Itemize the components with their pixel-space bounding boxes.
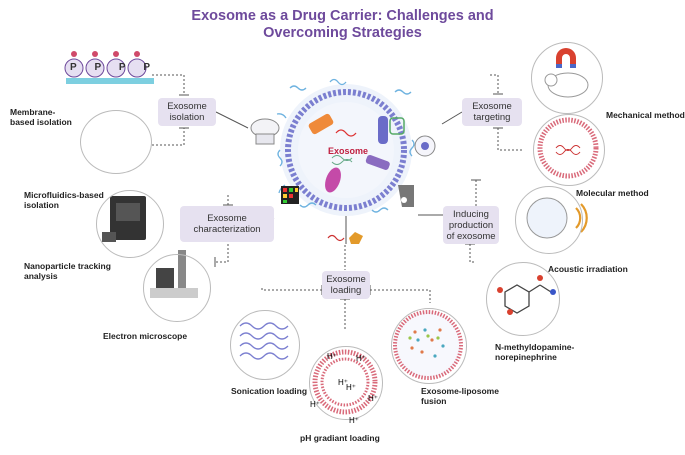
label-membrane-2: based isolation <box>10 117 72 127</box>
box-induce-line-1: Inducing <box>453 208 489 220</box>
h-ion-3: H⁺ <box>338 378 348 387</box>
h-ion-6: H⁺ <box>368 394 378 403</box>
liposome-circle <box>391 308 467 384</box>
central-exosome <box>276 78 415 216</box>
microarray-icon <box>281 186 299 204</box>
label-membrane: Membrane- based isolation <box>10 107 72 127</box>
exosome-center-label: Exosome <box>328 146 369 156</box>
label-nta: Nanoparticle tracking analysis <box>24 261 111 281</box>
box-target-line-2: targeting <box>473 112 511 123</box>
label-nmn: N-methyldopamine- norepinephrine <box>495 342 574 362</box>
label-microfluidics: Microfluidics-based isolation <box>24 190 104 210</box>
protein-p-4: P <box>143 62 150 73</box>
box-target-line-1: Exosome <box>472 101 512 112</box>
label-micro-1: Microfluidics-based <box>24 190 104 200</box>
label-molecular: Molecular method <box>576 188 649 198</box>
box-loading-line-2: loading <box>330 285 362 296</box>
glycan-squiggles <box>276 78 415 213</box>
label-em: Electron microscope <box>103 331 188 341</box>
nta-circle <box>96 190 164 258</box>
centrifuge-icon <box>250 118 280 145</box>
label-micro-2: isolation <box>24 200 59 210</box>
label-sonication: Sonication loading <box>231 386 308 396</box>
protein-letters: P P P P <box>66 62 154 73</box>
box-loading-line-1: Exosome <box>326 274 366 285</box>
label-acoustic: Acoustic irradiation <box>548 264 628 274</box>
title-line-2: Overcoming Strategies <box>263 25 422 41</box>
diagram-title: Exosome as a Drug Carrier: Challenges an… <box>150 8 535 42</box>
acoustic-circle <box>515 186 583 254</box>
h-ion-7: H⁺ <box>349 416 359 425</box>
box-isolation-line-1: Exosome <box>167 101 207 112</box>
mechanical-circle <box>531 42 603 114</box>
h-ion-1: H⁺ <box>327 352 337 361</box>
ph-circle <box>309 346 383 420</box>
sonication-circle <box>230 310 300 380</box>
title-line-1: Exosome as a Drug Carrier: Challenges an… <box>191 8 494 24</box>
box-char-line-2: characterization <box>193 224 261 235</box>
protein-p-2: P <box>94 62 102 73</box>
microfluidics-circle <box>80 110 152 174</box>
label-membrane-1: Membrane- <box>10 107 56 117</box>
label-nmn-1: N-methyldopamine- <box>495 342 575 352</box>
label-nta-1: Nanoparticle tracking <box>24 261 111 271</box>
label-nta-2: analysis <box>24 271 58 281</box>
loading-cargo-icon <box>327 232 363 244</box>
membrane-isolation-icon <box>64 51 154 84</box>
em-circle <box>143 254 211 322</box>
h-ion-5: H⁺ <box>310 400 320 409</box>
label-nmn-2: norepinephrine <box>495 352 557 362</box>
label-liposome: Exosome-liposome fusion <box>421 386 499 406</box>
protein-p-3: P <box>118 62 126 73</box>
label-lipo-2: fusion <box>421 396 447 406</box>
box-induce-line-2: production <box>448 219 494 231</box>
box-isolation-line-2: isolation <box>169 112 205 123</box>
h-ion-2: H⁺ <box>356 354 366 363</box>
molecular-circle <box>533 114 605 186</box>
box-induce-line-3: of exosome <box>446 230 496 242</box>
h-ion-4: H⁺ <box>346 383 356 392</box>
nmn-circle <box>486 262 560 336</box>
label-ph: pH gradiant loading <box>300 433 380 443</box>
cell-target-icon <box>414 135 436 157</box>
label-mechanical: Mechanical method <box>606 110 685 120</box>
connectors <box>152 74 522 330</box>
protein-p-1: P <box>70 62 77 73</box>
label-lipo-1: Exosome-liposome <box>421 386 499 396</box>
producing-cell-icon <box>398 185 414 207</box>
box-char-line-1: Exosome <box>207 213 247 224</box>
